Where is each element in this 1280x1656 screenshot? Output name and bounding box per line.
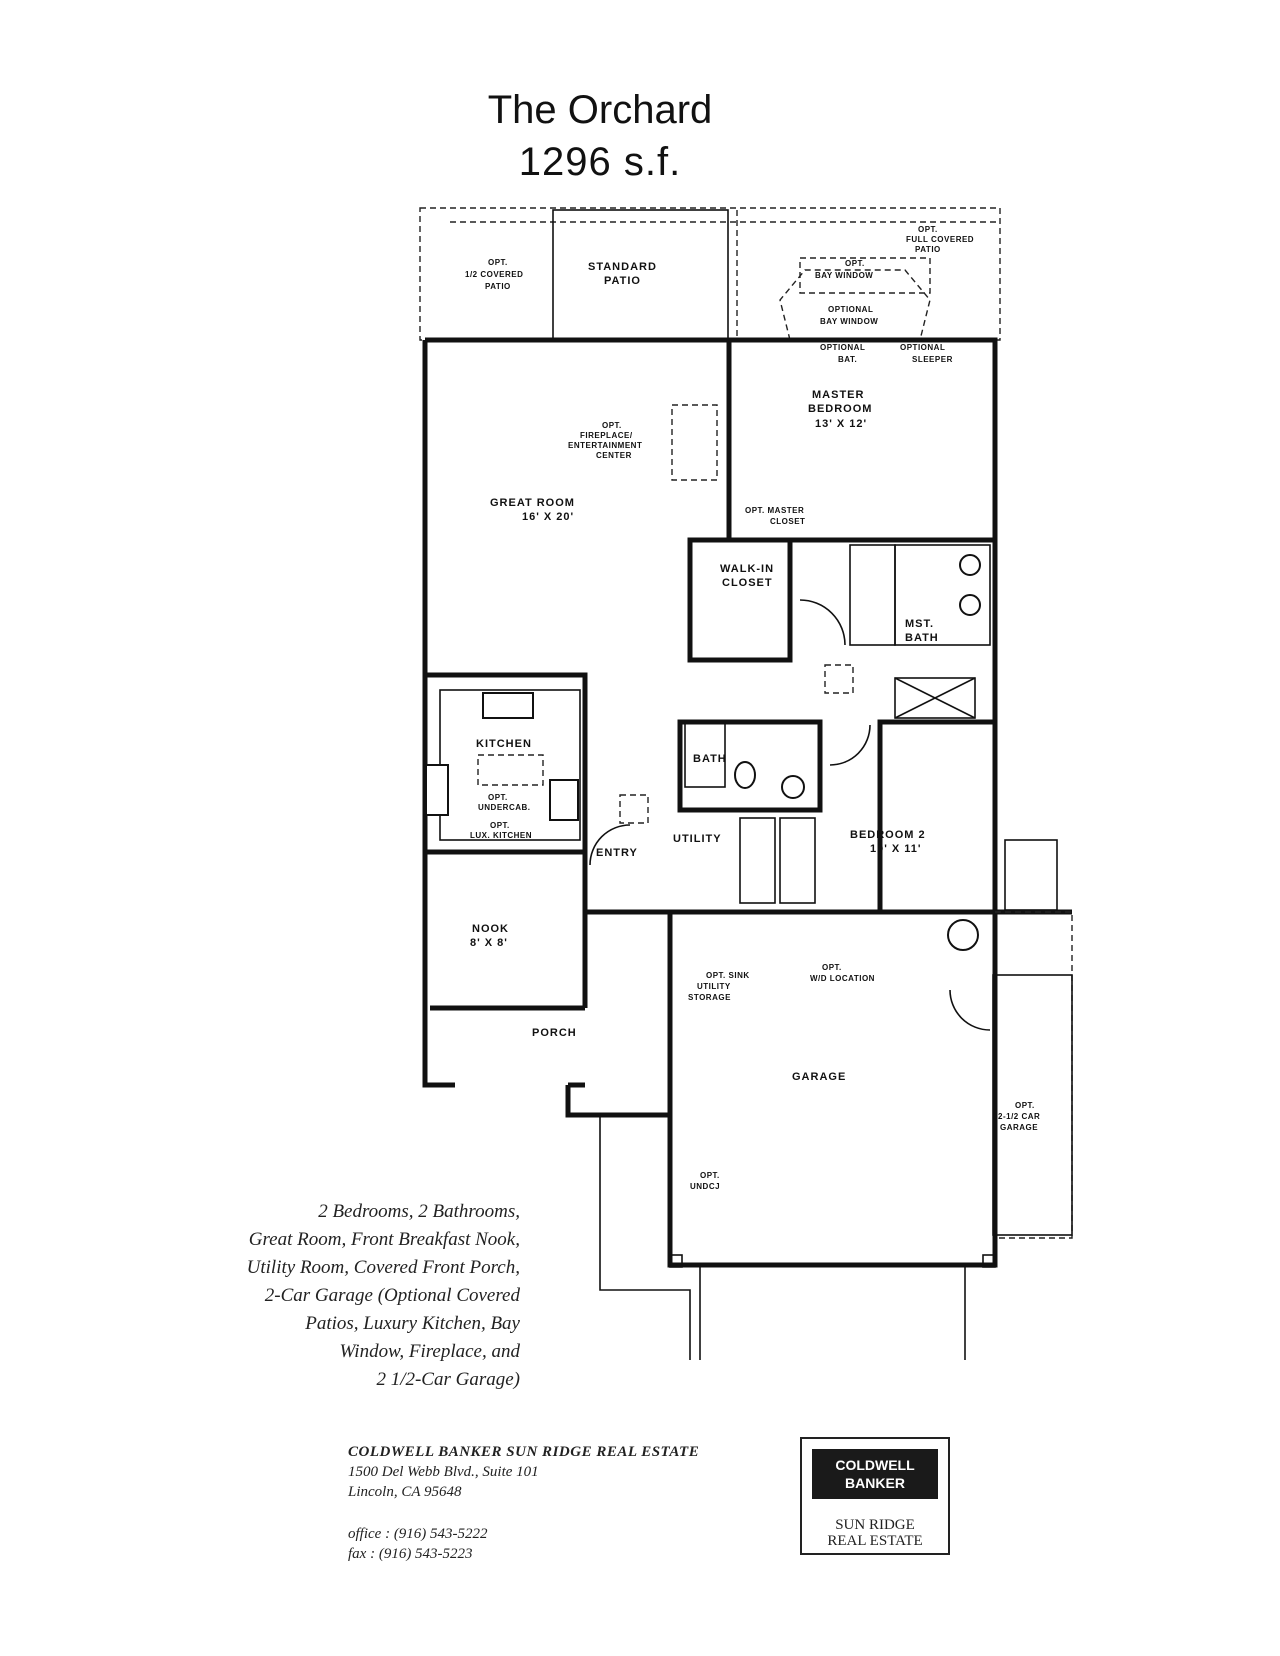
label-kitchen: KITCHEN <box>476 738 532 750</box>
feature-line: 2 Bedrooms, 2 Bathrooms, <box>318 1201 520 1222</box>
label-opt-bay-window: OPT.BAY WINDOW <box>815 259 873 280</box>
address-line-1: 1500 Del Webb Blvd., Suite 101 <box>348 1464 539 1480</box>
label-opt-lux-kitchen: OPT.LUX. KITCHEN <box>470 821 532 840</box>
feature-line: 2-Car Garage (Optional Covered <box>264 1285 520 1306</box>
logo-mark: COLDWELL BANKER <box>812 1449 938 1499</box>
label-utility: UTILITY <box>673 833 722 845</box>
feature-line: Window, Fireplace, and <box>339 1341 520 1362</box>
feature-line: Patios, Luxury Kitchen, Bay <box>305 1313 520 1334</box>
logo-subtitle: SUN RIDGE REAL ESTATE <box>827 1517 923 1549</box>
label-opt-wd-location: OPT.W/D LOCATION <box>810 963 875 983</box>
label-mst-bath: MST.BATH <box>905 618 939 644</box>
walls <box>422 337 1072 1268</box>
coldwell-banker-logo: COLDWELL BANKER SUN RIDGE REAL ESTATE <box>800 1437 950 1555</box>
label-garage: GARAGE <box>792 1071 846 1083</box>
label-porch: PORCH <box>532 1027 577 1039</box>
label-opt-undercounter: OPT.UNDERCAB. <box>478 793 531 812</box>
fax-number: fax : (916) 543-5223 <box>348 1546 473 1562</box>
plan-area: 1296 s.f. <box>518 140 682 184</box>
label-bath: BATH <box>693 753 727 765</box>
contact-block: COLDWELL BANKER SUN RIDGE REAL ESTATE 15… <box>348 1442 768 1564</box>
feature-line: Great Room, Front Breakfast Nook, <box>248 1229 520 1250</box>
opt-garage-extension <box>992 839 1073 1239</box>
label-entry: ENTRY <box>596 847 638 859</box>
feature-line: 2 1/2-Car Garage) <box>376 1369 520 1390</box>
label-opt-undcj: OPT.UNDCJ <box>690 1171 720 1191</box>
feature-line: Utility Room, Covered Front Porch, <box>246 1257 520 1278</box>
company-name: COLDWELL BANKER SUN RIDGE REAL ESTATE <box>348 1444 700 1460</box>
fixtures <box>425 404 991 1031</box>
driveway <box>599 1115 996 1360</box>
features-list: 2 Bedrooms, 2 Bathrooms, Great Room, Fro… <box>145 1198 520 1394</box>
office-phone: office : (916) 543-5222 <box>348 1526 488 1542</box>
plan-title: The Orchard <box>487 88 713 132</box>
address-line-2: Lincoln, CA 95648 <box>348 1484 462 1500</box>
